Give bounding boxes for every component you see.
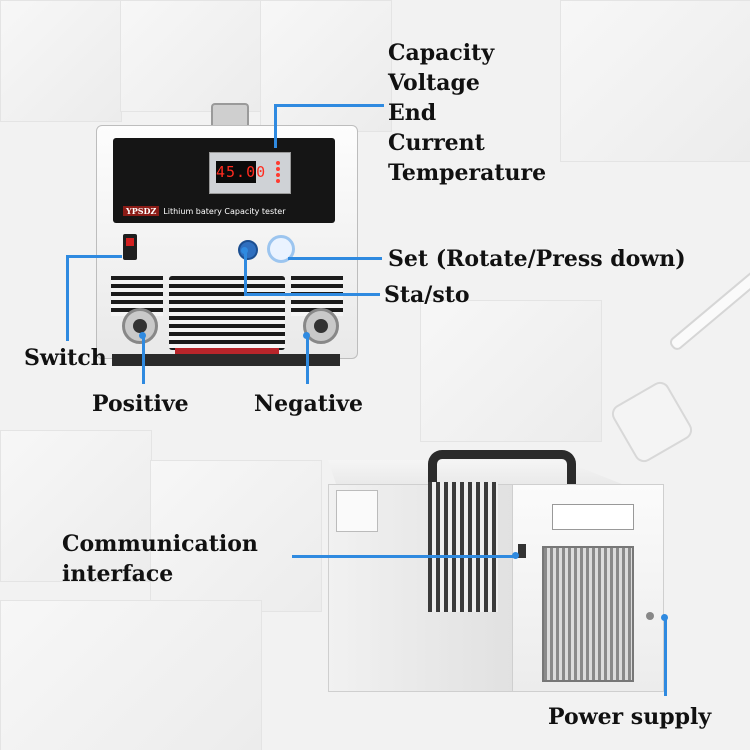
tile: [560, 0, 750, 162]
tester-rear-view: [328, 450, 664, 692]
power-switch[interactable]: [123, 234, 137, 260]
callout-dot-comm: [512, 552, 519, 559]
communication-port[interactable]: [518, 544, 526, 558]
callout-line-comm: [292, 555, 514, 558]
brand-name: YPSDZ: [123, 206, 160, 216]
status-leds: [262, 161, 284, 187]
tile: [150, 460, 322, 612]
callout-line-display-v: [274, 104, 277, 148]
label-switch: Switch: [24, 345, 107, 371]
label-sta-sto: Sta/sto: [384, 282, 470, 308]
tile: [0, 430, 152, 582]
warning-sticker: [552, 504, 634, 530]
carry-handle: [428, 450, 576, 489]
callout-line-power: [664, 618, 667, 696]
label-capacity: Capacity: [388, 40, 495, 66]
tile: [420, 300, 602, 442]
label-voltage: Voltage: [388, 70, 480, 96]
callout-line-switch-v: [66, 255, 69, 341]
label-negative: Negative: [254, 391, 364, 417]
label-communication: Communication: [62, 531, 258, 557]
side-grill: [428, 482, 498, 612]
tile: [0, 600, 262, 750]
label-interface: interface: [62, 561, 174, 587]
callout-line-sta-v: [244, 250, 247, 296]
callout-dot-negative: [303, 332, 310, 339]
lcd-reading: 45.00: [216, 161, 267, 183]
label-set: Set (Rotate/Press down): [388, 246, 686, 272]
red-strip: [175, 348, 279, 356]
top-handle: [211, 103, 249, 129]
display-items-list: Capacity Voltage End Current Temperature: [388, 38, 546, 188]
device-base: [112, 354, 340, 366]
vent-center: [169, 276, 285, 350]
callout-line-display-h: [274, 104, 384, 107]
brand-subtitle: Lithium batery Capacity tester: [163, 207, 286, 216]
label-end: End: [388, 100, 437, 126]
tile: [0, 0, 122, 122]
side-sticker: [336, 490, 378, 532]
lcd-module: 45.00: [209, 152, 291, 194]
tile: [120, 0, 262, 112]
callout-dot-sta: [241, 247, 248, 254]
callout-dot-positive: [139, 332, 146, 339]
callout-line-set: [288, 257, 382, 260]
callout-line-positive: [142, 336, 145, 384]
callout-dot-power: [661, 614, 668, 621]
label-current: Current: [388, 130, 485, 156]
tile: [260, 0, 392, 132]
callout-line-sta-h: [244, 293, 380, 296]
label-positive: Positive: [92, 391, 189, 417]
negative-terminal[interactable]: [303, 308, 339, 344]
label-power-supply: Power supply: [548, 704, 712, 730]
power-socket[interactable]: [646, 612, 654, 620]
callout-line-negative: [306, 336, 309, 384]
callout-line-switch-h: [66, 255, 122, 258]
sta-sto-button[interactable]: [238, 240, 258, 260]
rear-fan-grill: [542, 546, 634, 682]
label-temperature: Temperature: [388, 160, 547, 186]
